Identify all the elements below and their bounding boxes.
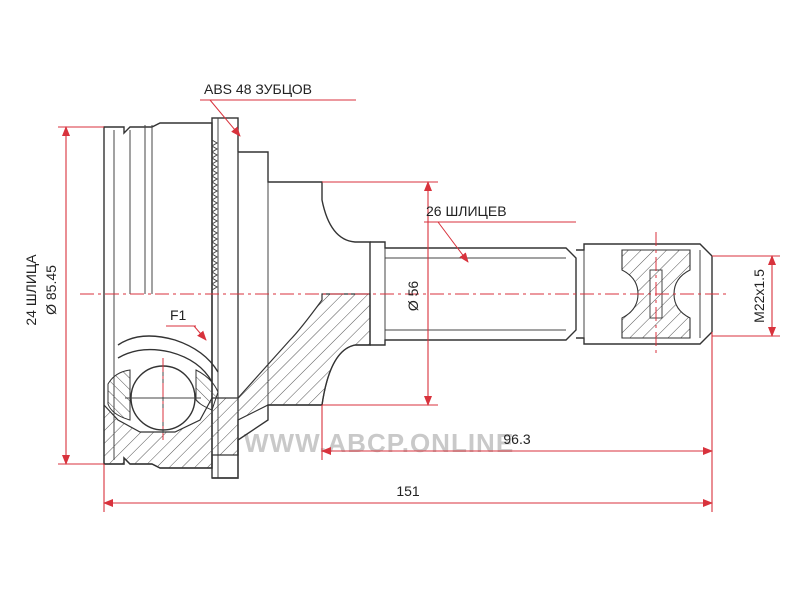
- joint-housing: [103, 117, 371, 479]
- dimension-total-length: [103, 460, 713, 512]
- label-abs-teeth: ABS 48 ЗУБЦОВ: [204, 81, 312, 97]
- label-f1: F1: [170, 307, 187, 323]
- label-thread: M22x1.5: [751, 269, 767, 323]
- leader-abs: [200, 99, 356, 137]
- abs-ring-teeth: [211, 139, 218, 291]
- label-total-length: 151: [396, 483, 420, 499]
- label-outer-splines: 26 ШЛИЦЕВ: [426, 203, 507, 219]
- dimension-flange-diameter: [322, 181, 438, 406]
- label-shaft-length: 96.3: [503, 431, 530, 447]
- label-flange-diameter: Ø 56: [405, 281, 421, 312]
- leader-f1: [166, 325, 207, 341]
- dimension-outer-diameter: [58, 126, 104, 465]
- watermark: WWW.ABCP.ONLINE: [244, 428, 514, 458]
- label-outer-diameter: Ø 85.45: [43, 265, 59, 315]
- dimension-shaft-length: [321, 332, 713, 460]
- leader-outer-splines: [424, 221, 576, 263]
- dimension-thread: [712, 255, 780, 337]
- label-inner-splines: 24 ШЛИЦА: [23, 254, 39, 326]
- housing-section-hatch: [103, 293, 371, 469]
